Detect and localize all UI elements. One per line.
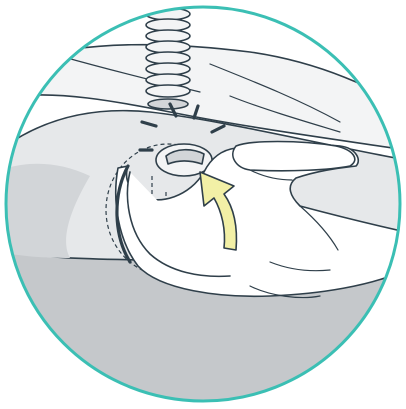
compression-spring-icon [146,8,190,109]
hand-index-finger [233,142,355,171]
spring-coil [146,85,190,97]
spring-base [148,99,188,109]
